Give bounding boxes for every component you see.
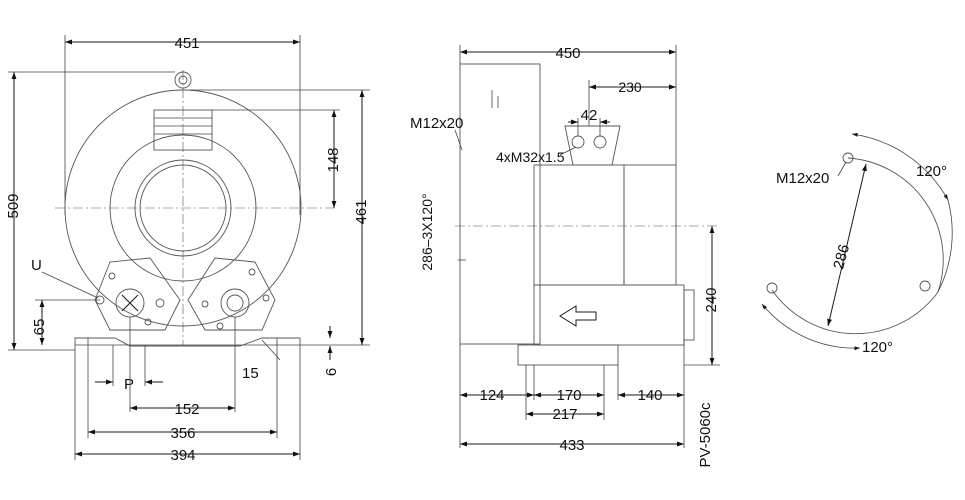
angle-arc-top bbox=[851, 132, 949, 201]
dim-line-286 bbox=[827, 163, 867, 327]
bolt-circle-arc-bottom bbox=[771, 289, 939, 335]
dim-509-label: 509 bbox=[5, 193, 22, 218]
bolt-hole bbox=[919, 280, 931, 292]
dim-286-label: 286 bbox=[830, 243, 853, 272]
front-view: 451 bbox=[5, 35, 370, 464]
dim-42-label: 42 bbox=[581, 107, 598, 124]
angle-bottom-label: 120° bbox=[862, 339, 893, 356]
dim-p-label: P bbox=[124, 376, 134, 393]
dim-170-label: 170 bbox=[556, 387, 581, 404]
bolt-hole bbox=[766, 282, 778, 294]
flange-hole bbox=[571, 135, 585, 149]
bolt-pattern-view: 286 M12x20 120° 120° bbox=[761, 132, 953, 356]
bolt-circle-label: 286–3X120° bbox=[419, 193, 435, 270]
dim-6-label: 6 bbox=[323, 368, 340, 376]
left-port-plate bbox=[94, 257, 181, 331]
dim-433-label: 433 bbox=[559, 437, 584, 454]
angle-top-label: 120° bbox=[916, 163, 947, 180]
model-label: PV-5060c bbox=[697, 402, 714, 468]
dim-124-label: 124 bbox=[479, 387, 504, 404]
flange-holes-label: 4xM32x1.5 bbox=[496, 149, 565, 165]
angle-arc-bottom bbox=[761, 303, 861, 351]
bolt-hole bbox=[842, 152, 854, 164]
dim-148-label: 148 bbox=[325, 147, 342, 172]
flange-hole bbox=[593, 135, 607, 149]
dim-394-label: 394 bbox=[170, 447, 195, 464]
terminal-port-right bbox=[220, 288, 250, 318]
dim-451-label: 451 bbox=[174, 35, 199, 52]
dim-65-label: 65 bbox=[31, 319, 48, 336]
side-view: 450 230 42 4xM32x1.5 M12x20 286–3X120° 2… bbox=[410, 45, 720, 468]
base-plate bbox=[517, 344, 619, 366]
dim-140-label: 140 bbox=[637, 387, 662, 404]
bolt-thread-label-right: M12x20 bbox=[776, 170, 829, 187]
dim-461-label: 461 bbox=[353, 199, 370, 224]
dim-217-label: 217 bbox=[552, 406, 577, 423]
impeller-housing bbox=[623, 164, 677, 286]
dim-152-label: 152 bbox=[174, 401, 199, 418]
base-foot bbox=[74, 337, 301, 347]
dim-450-label: 450 bbox=[555, 45, 580, 62]
outlet-flange-side bbox=[564, 125, 621, 166]
right-port-plate bbox=[187, 257, 276, 331]
base-block bbox=[533, 284, 685, 346]
bolt-thread-label: M12x20 bbox=[410, 115, 463, 132]
dim-230-label: 230 bbox=[618, 79, 642, 95]
motor-body bbox=[533, 164, 625, 286]
motor-flange-side bbox=[459, 63, 541, 345]
flow-direction-arrow bbox=[559, 305, 597, 327]
dim-240-label: 240 bbox=[703, 287, 720, 312]
dim-15-label: 15 bbox=[242, 365, 259, 382]
dim-356-label: 356 bbox=[170, 425, 195, 442]
terminal-u-label: U bbox=[31, 257, 42, 274]
screw-hole bbox=[155, 298, 165, 308]
